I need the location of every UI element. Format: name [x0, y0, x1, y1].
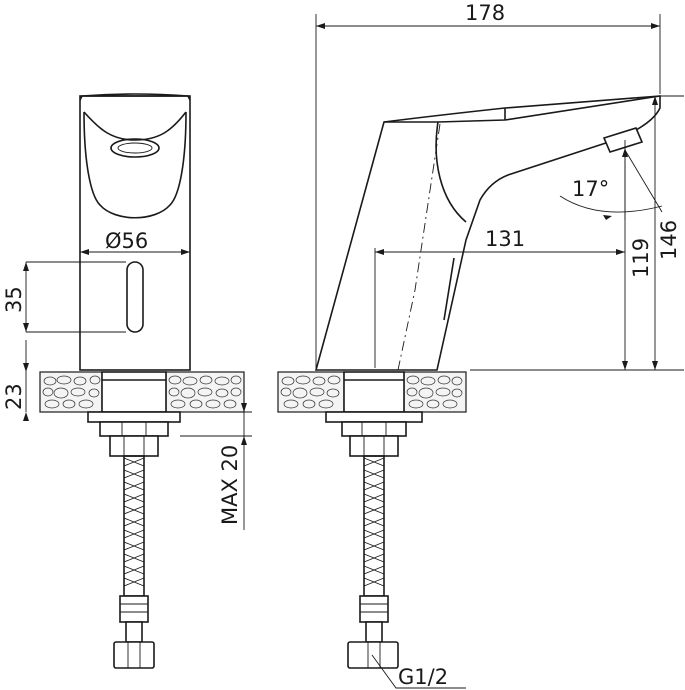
max-arrows — [241, 403, 247, 445]
angle-ref-slant — [624, 149, 663, 213]
side-shank — [343, 371, 405, 413]
front-spout-lip — [83, 111, 187, 141]
front-nut — [99, 421, 169, 437]
side-top-edge — [383, 95, 661, 123]
side-centerline — [397, 123, 441, 371]
front-washer — [87, 411, 181, 423]
side-nut — [341, 421, 407, 437]
angle-arc — [559, 195, 663, 213]
sensor-window — [126, 261, 144, 333]
pebble-texture-front — [42, 375, 242, 409]
front-spout-outline — [83, 111, 187, 219]
side-washer — [325, 411, 423, 423]
side-aerator — [602, 127, 644, 153]
spout-reach-label: 131 — [485, 227, 525, 251]
side-body-curve — [435, 121, 467, 223]
front-connector-nut — [113, 641, 155, 669]
thread-label: G1/2 — [398, 665, 448, 689]
front-hose-ferrule — [119, 595, 149, 623]
side-ferrule-ridges — [360, 603, 388, 613]
spout-height-label: 119 — [629, 238, 653, 278]
total-length-label: 178 — [465, 1, 505, 25]
front-shank — [101, 371, 167, 413]
side-sensor — [443, 257, 455, 321]
side-hose-ferrule — [359, 595, 389, 623]
aerator — [110, 138, 160, 158]
side-hose-neck — [365, 621, 383, 643]
deck-stone-side-left — [277, 371, 345, 413]
front-body — [79, 95, 191, 371]
sensor-height-label: 35 — [2, 286, 26, 313]
deck-thickness-label: 23 — [2, 383, 26, 410]
front-ferrule-ridges — [120, 603, 148, 613]
side-hose-braid — [363, 457, 385, 587]
side-view: G1/2 178 131 119 146 17° — [277, 1, 684, 689]
front-top-cap — [79, 93, 191, 101]
pebble-texture-side — [280, 375, 463, 409]
front-hose-neck — [125, 621, 143, 643]
deck-stone-side-right — [403, 371, 467, 413]
total-height-label: 146 — [657, 220, 681, 260]
side-connector-nut — [347, 641, 399, 669]
aerator-inner — [117, 142, 153, 154]
angle-arrow — [603, 215, 612, 220]
side-lower-nut — [349, 435, 399, 457]
max-deck-label: MAX 20 — [218, 445, 242, 525]
front-hose-braid — [123, 457, 145, 587]
diameter-label: Ø56 — [105, 229, 148, 253]
thread-leader — [371, 654, 466, 689]
front-lower-nut — [109, 435, 159, 457]
deck-stone-front-right — [165, 371, 245, 413]
angle-label: 17° — [572, 177, 609, 201]
front-view: Ø56 35 23 — [2, 93, 252, 669]
